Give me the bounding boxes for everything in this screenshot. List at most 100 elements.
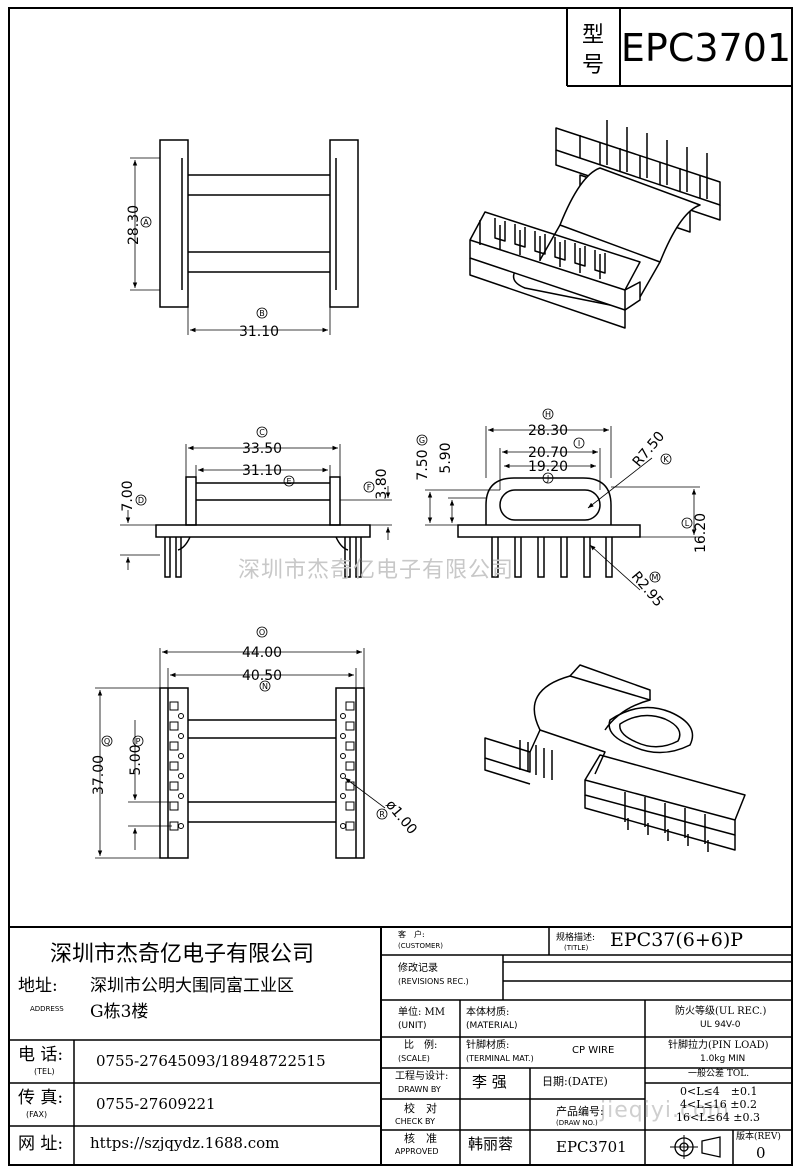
title-value: EPC37(6+6)P xyxy=(610,929,744,951)
check-label: 校 对 xyxy=(404,1102,437,1115)
fax-label: 传 真: xyxy=(18,1088,64,1108)
dim-d-mark: D xyxy=(138,496,144,505)
drawn-value: 李 强 xyxy=(472,1073,507,1091)
product-value: EPC3701 xyxy=(556,1138,627,1156)
dim-o-mark: O xyxy=(259,628,265,637)
dim-g-value: 7.50 xyxy=(415,449,431,480)
tel-label-en: (TEL) xyxy=(34,1067,55,1076)
dim-q-value: 37.00 xyxy=(91,755,107,795)
dim-h-value: 28.30 xyxy=(528,423,568,439)
ul-value: UL 94V-0 xyxy=(700,1020,741,1030)
customer-label: 客 户: xyxy=(398,930,425,939)
dim-e-value: 31.10 xyxy=(242,463,282,479)
title-block-grid xyxy=(9,926,792,1165)
top-view xyxy=(130,139,359,335)
dim-k-mark: K xyxy=(663,455,669,464)
approved-value: 韩丽蓉 xyxy=(468,1135,514,1153)
dim-b-value: 31.10 xyxy=(239,324,279,340)
scale-label-en: (SCALE) xyxy=(398,1054,430,1063)
drawn-label-en: DRAWN BY xyxy=(398,1085,441,1094)
dim-c-value: 33.50 xyxy=(242,441,282,457)
dim-g-mark: G xyxy=(419,436,425,445)
pin-load-value: 1.0kg MIN xyxy=(700,1054,746,1064)
rev-value: 0 xyxy=(756,1144,766,1162)
fax-value: 0755-27609221 xyxy=(96,1095,216,1113)
dim-n-mark: N xyxy=(262,682,268,691)
side-view xyxy=(120,444,392,578)
dim-j-value: 19.20 xyxy=(528,459,568,475)
projection-symbol-icon xyxy=(670,1135,721,1159)
model-header: 型 号 EPC3701 xyxy=(566,8,792,87)
model-label-bottom: 号 xyxy=(582,53,604,78)
tel-label: 电 话: xyxy=(18,1045,64,1065)
isometric-view-top xyxy=(469,120,721,329)
title-label-en: (TITLE) xyxy=(564,944,589,952)
dim-b-mark: B xyxy=(259,309,265,318)
unit-label-en: (UNIT) xyxy=(398,1021,427,1031)
revisions-label: 修改记录 xyxy=(398,963,438,974)
scale-label: 比 例: xyxy=(404,1040,438,1051)
dim-i-value: 20.70 xyxy=(528,445,568,461)
isometric-view-bottom xyxy=(484,664,746,852)
material-label-en: (MATERIAL) xyxy=(466,1021,518,1031)
product-label: 产品编号: xyxy=(556,1105,604,1118)
fax-label-en: (FAX) xyxy=(26,1110,48,1119)
end-view xyxy=(425,426,700,591)
watermark-text: 深圳市杰奇亿电子有限公司 xyxy=(238,558,515,583)
address-line2: G栋3楼 xyxy=(90,1002,149,1022)
pin-load-label: 针脚拉力(PIN LOAD) xyxy=(668,1040,769,1051)
dim-r-value: ø1.00 xyxy=(382,797,420,838)
dim-i-mark: I xyxy=(578,439,580,448)
date-label: 日期:(DATE) xyxy=(542,1075,608,1088)
address-label-en: ADDRESS xyxy=(30,1005,64,1013)
product-label-en: (DRAW NO.) xyxy=(556,1119,598,1127)
address-label: 地址: xyxy=(18,976,58,996)
address-line1: 深圳市公明大围同富工业区 xyxy=(90,976,294,996)
tol-title: 一般公差 TOL. xyxy=(688,1069,750,1079)
dim-n-value: 40.50 xyxy=(242,668,282,684)
dim-o-value: 44.00 xyxy=(242,645,282,661)
dim-p-mark: P xyxy=(136,737,141,746)
dim-a-mark: A xyxy=(143,218,149,227)
dim-m-mark: M xyxy=(652,573,659,582)
dim-e-mark: E xyxy=(286,477,291,486)
watermark-site: jieqiyi.com xyxy=(600,1098,730,1123)
terminal-label: 针脚材质: xyxy=(466,1040,510,1051)
revisions-label-en: (REVISIONS REC.) xyxy=(398,977,469,986)
dim-r-mark: R xyxy=(379,810,385,819)
dim-p-value: 5.00 xyxy=(128,744,144,775)
dim-g2-value: 5.90 xyxy=(438,442,454,473)
tol-3: 16<L≤64 ±0.3 xyxy=(676,1111,760,1124)
tel-value: 0755-27645093/18948722515 xyxy=(96,1052,326,1070)
drawn-label: 工程与设计: xyxy=(395,1071,449,1082)
ul-label: 防火等级(UL REC.) xyxy=(675,1006,767,1017)
dim-c-mark: C xyxy=(259,428,265,437)
rev-label: 版本(REV) xyxy=(736,1132,781,1142)
approved-label-en: APPROVED xyxy=(395,1147,439,1156)
dim-h-mark: H xyxy=(545,410,551,419)
dim-f-value: 3.80 xyxy=(374,468,390,499)
approved-label: 核 准 xyxy=(404,1132,437,1145)
title-label: 规格描述: xyxy=(556,933,596,943)
tol-2: 4<L≤16 ±0.2 xyxy=(680,1098,757,1111)
model-label-top: 型 xyxy=(582,23,604,48)
terminal-label-en: (TERMINAL MAT.) xyxy=(466,1054,534,1063)
customer-label-en: (CUSTOMER) xyxy=(398,942,444,950)
dim-f-mark: F xyxy=(367,483,372,492)
web-label: 网 址: xyxy=(18,1134,64,1154)
web-value[interactable]: https://szjqydz.1688.com xyxy=(90,1134,280,1152)
dim-d-value: 7.00 xyxy=(120,480,136,511)
dim-j-mark: J xyxy=(546,474,549,483)
dim-m-value: R2.95 xyxy=(628,569,667,611)
dim-l-value: 16.20 xyxy=(693,513,709,553)
dim-a-value: 28.30 xyxy=(126,205,142,245)
unit-label: 单位: MM xyxy=(398,1007,446,1018)
check-label-en: CHECK BY xyxy=(395,1117,435,1126)
tol-1: 0<L≤4 ±0.1 xyxy=(680,1085,758,1098)
company-name: 深圳市杰奇亿电子有限公司 xyxy=(50,942,315,967)
dim-l-mark: L xyxy=(685,519,690,528)
material-label: 本体材质: xyxy=(466,1007,510,1018)
bottom-view xyxy=(95,648,386,859)
model-number: EPC3701 xyxy=(621,26,791,70)
